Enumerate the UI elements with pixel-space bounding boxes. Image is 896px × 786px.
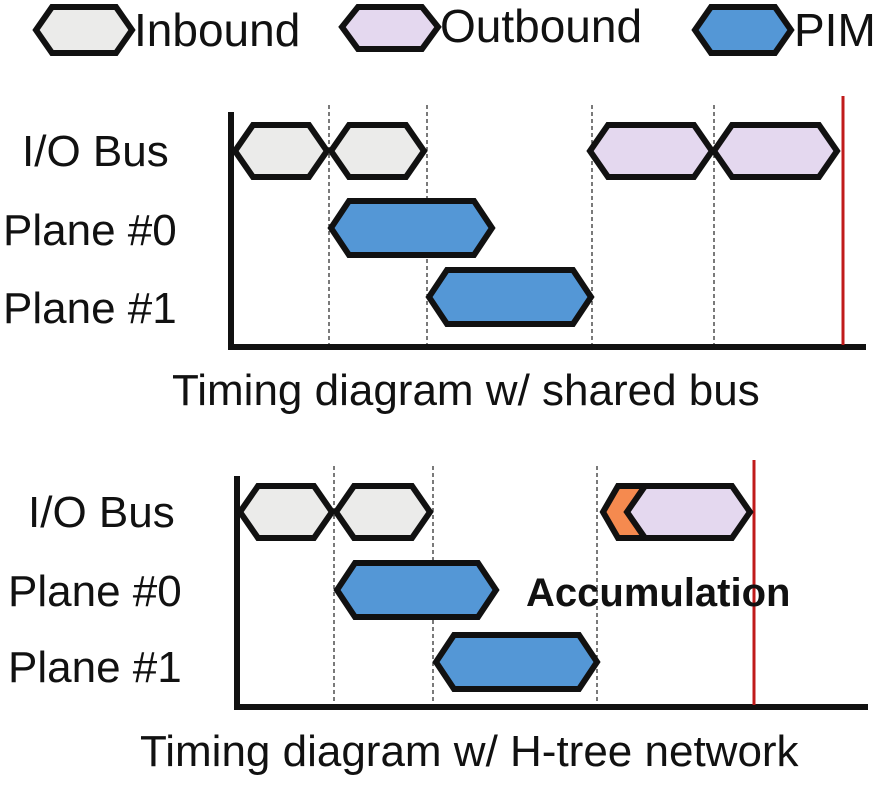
legend-inbound-label: Inbound [134, 4, 300, 56]
outbound-transfer-block [586, 122, 716, 180]
pim-block-plane-1 [432, 632, 601, 692]
shared-bus-diagram: I/O Bus Plane #0 Plane #1 Timing diagram… [3, 96, 866, 415]
legend-outbound-label: Outbound [440, 0, 642, 52]
inbound-transfer-block [327, 122, 428, 180]
accumulation-annotation: Accumulation [526, 571, 790, 615]
pim-block-plane-0 [327, 198, 496, 258]
inbound-transfer-block [332, 483, 434, 541]
legend-pim-swatch [691, 4, 795, 56]
row-label-plane-0: Plane #0 [3, 206, 177, 255]
outbound-transfer-block [623, 483, 754, 541]
row-label-plane-1: Plane #1 [3, 284, 177, 333]
diagram-caption: Timing diagram w/ H-tree network [140, 727, 800, 776]
legend: Inbound Outbound PIM [32, 0, 876, 56]
row-label-io-bus: I/O Bus [22, 127, 169, 176]
inbound-transfer-block [236, 483, 336, 541]
legend-outbound-swatch [338, 4, 442, 52]
row-label-plane-0: Plane #0 [8, 567, 182, 616]
pim-block-plane-1 [425, 267, 595, 327]
outbound-transfer-block [710, 122, 841, 180]
h-tree-diagram: I/O Bus Plane #0 Plane #1 Accumulation T… [8, 460, 868, 776]
legend-inbound-swatch [32, 4, 136, 56]
inbound-transfer-block [231, 122, 331, 180]
row-label-plane-1: Plane #1 [8, 643, 182, 692]
legend-pim-label: PIM [794, 4, 876, 56]
row-label-io-bus: I/O Bus [28, 488, 175, 537]
diagram-caption: Timing diagram w/ shared bus [172, 366, 760, 415]
pim-block-plane-0 [333, 560, 500, 620]
